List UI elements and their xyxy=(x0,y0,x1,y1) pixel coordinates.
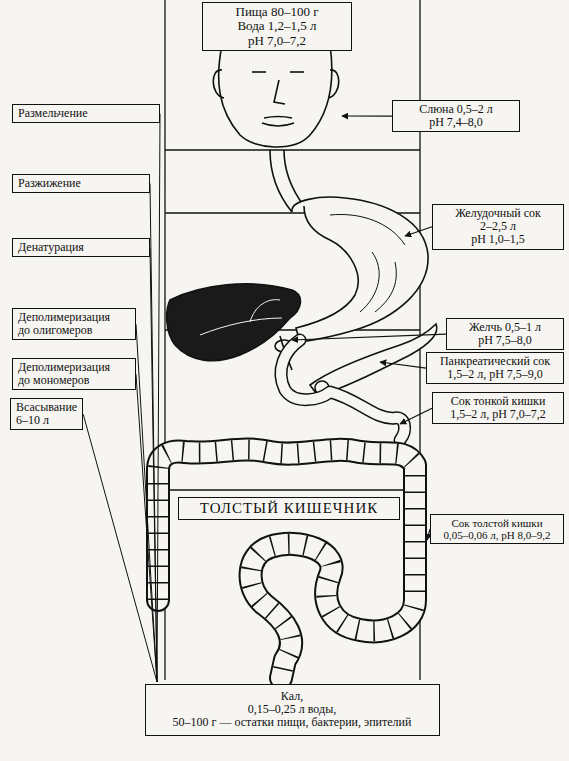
process-box: Деполимеризациядо олигомеров xyxy=(12,308,136,340)
stomach xyxy=(292,197,428,342)
mouth xyxy=(262,123,294,126)
node-text: до мономеров xyxy=(18,374,130,387)
node-text: pH 1,0–1,5 xyxy=(438,233,558,246)
secretion-box: Желудочный сок2–2,5 лpH 1,0–1,5 xyxy=(432,204,564,250)
secretion-arrow xyxy=(380,362,426,368)
small-intestine xyxy=(281,340,405,440)
secretion-arrow xyxy=(292,334,446,340)
node-text: Размельчение xyxy=(18,107,154,120)
liver-vessel xyxy=(250,300,280,322)
secretion-box: Панкреатический сок1,5–2 л, pH 7,5–9,0 xyxy=(426,352,564,384)
esophagus xyxy=(270,150,292,212)
ear xyxy=(328,70,339,98)
function-leader xyxy=(83,414,157,682)
function-leader xyxy=(136,374,157,682)
secretion-arrow xyxy=(342,115,392,116)
node-text: Желчь 0,5–1 л xyxy=(452,321,558,334)
node-text: pH 7,5–8,0 xyxy=(452,334,558,347)
frame-line xyxy=(165,149,420,150)
organ-label-box: ТОЛСТЫЙ КИШЕЧНИК xyxy=(178,497,400,520)
process-box: Разжижение xyxy=(12,174,150,193)
node-text: Разжижение xyxy=(18,177,144,190)
secretion-arrow xyxy=(400,408,432,424)
liver xyxy=(167,284,301,361)
eye xyxy=(252,71,266,73)
node-text: 50–100 г — остатки пищи, бактерии, эпите… xyxy=(152,716,433,729)
frame-line xyxy=(165,489,420,490)
process-box: Всасывание6–10 л xyxy=(10,398,83,430)
nose xyxy=(274,80,285,104)
node-text: Денатурация xyxy=(18,241,144,254)
node-text: Деполимеризация xyxy=(18,361,130,374)
node-text: 1,5–2 л, pH 7,0–7,2 xyxy=(438,408,558,421)
node-text: Панкреатический сок xyxy=(432,355,558,368)
output-box: Кал,0,15–0,25 л воды,50–100 г — остатки … xyxy=(145,684,440,736)
node-text: 2–2,5 л xyxy=(438,220,558,233)
node-text: 1,5–2 л, pH 7,5–9,0 xyxy=(432,368,558,381)
secretion-box: Слюна 0,5–2 лpH 7,4–8,0 xyxy=(392,100,520,132)
stomach-fold xyxy=(330,214,405,245)
node-text: Сок тонкой кишки xyxy=(438,395,558,408)
node-text: Желудочный сок xyxy=(438,207,558,220)
node-text: 6–10 л xyxy=(16,414,77,427)
head-outline xyxy=(219,45,332,147)
node-text: Сок толстой кишки xyxy=(436,517,558,529)
secretion-box: Желчь 0,5–1 лpH 7,5–8,0 xyxy=(446,318,564,350)
node-text: pH 7,0–7,2 xyxy=(208,34,346,48)
large-intestine xyxy=(158,449,415,678)
large-intestine xyxy=(158,449,415,678)
eye xyxy=(290,71,304,73)
node-text: Кал, xyxy=(152,690,433,703)
node-text: Всасывание xyxy=(16,401,77,414)
stomach-fold xyxy=(360,252,379,312)
small-intestine xyxy=(281,340,405,440)
colon-haustra xyxy=(158,449,415,678)
node-text: Слюна 0,5–2 л xyxy=(398,103,514,116)
function-leader xyxy=(157,114,160,682)
function-leader xyxy=(150,184,157,682)
node-text: pH 7,4–8,0 xyxy=(398,116,514,129)
esophagus xyxy=(284,150,304,206)
ear xyxy=(213,70,224,98)
intake-box: Пища 80–100 гВода 1,2–1,5 лpH 7,0–7,2 xyxy=(202,2,352,51)
node-text: ТОЛСТЫЙ КИШЕЧНИК xyxy=(184,500,394,517)
function-leader xyxy=(136,324,157,682)
secretion-arrow xyxy=(405,227,432,236)
mouth xyxy=(264,117,292,119)
process-box: Размельчение xyxy=(12,104,160,123)
secretion-box: Сок тонкой кишки1,5–2 л, pH 7,0–7,2 xyxy=(432,392,564,424)
node-text: 0,05–0,06 л, pH 8,0–9,2 xyxy=(436,529,558,541)
process-box: Денатурация xyxy=(12,238,150,257)
secretion-box: Сок толстой кишки0,05–0,06 л, pH 8,0–9,2 xyxy=(430,514,564,544)
node-text: Деполимеризация xyxy=(18,311,130,324)
node-text: до олигомеров xyxy=(18,324,130,337)
node-text: Пища 80–100 г xyxy=(208,5,346,19)
stomach-fold xyxy=(375,262,396,312)
liver-vessel xyxy=(200,318,282,335)
node-text: 0,15–0,25 л воды, xyxy=(152,703,433,716)
process-box: Деполимеризациядо мономеров xyxy=(12,358,136,390)
node-text: Вода 1,2–1,5 л xyxy=(208,19,346,33)
